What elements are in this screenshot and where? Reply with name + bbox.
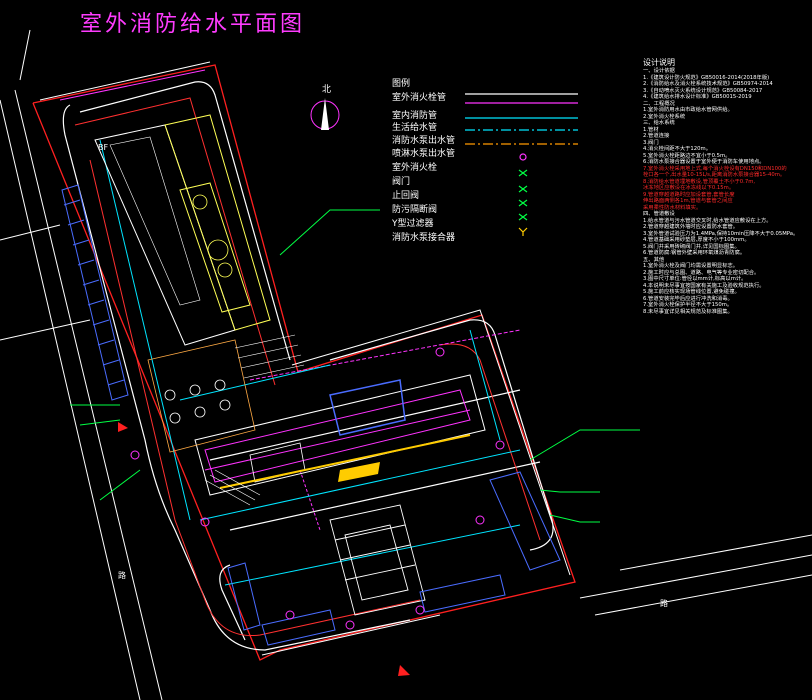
legend-item: 室内消防管 xyxy=(392,110,438,121)
note-line: 8.消防给水管道埋地敷设,管顶覆土不小于0.7m, xyxy=(643,178,756,185)
note-line: 1.室外消火栓及阀门均需设置明显标志。 xyxy=(643,263,739,269)
building-main xyxy=(194,374,486,496)
note-line: 3.《自动喷水灭火系统设计规范》GB50084-2017 xyxy=(643,87,763,94)
drawing-title: 室外消防给水平面图 xyxy=(80,12,306,37)
legend-item: 阀门 xyxy=(392,176,411,187)
fire-hydrants xyxy=(130,347,505,630)
note-line: 2.管道连接 xyxy=(643,133,670,139)
note-line: 6.管道防腐:钢管外壁采用环氧煤沥青防腐。 xyxy=(643,250,746,256)
parking-left xyxy=(61,184,129,401)
legend-item: 生活给水管 xyxy=(392,122,438,133)
north-label: 北 xyxy=(322,85,332,95)
legend-item: 室外消火栓 xyxy=(392,162,438,173)
note-line: 2.施工时应与总图、道路、电气等专业密切配合。 xyxy=(643,269,760,276)
note-line: 5.室外消火栓距路边不宜小于0.5m。 xyxy=(643,152,731,159)
notes-red: 7.室外消火栓采用地上式,每个消火栓设有DN150和DN100的 栓口各一个,出… xyxy=(643,166,808,212)
note-line: 7.室外消火栓保护半径不大于150m。 xyxy=(643,302,733,308)
legend-samples xyxy=(465,93,578,236)
note-line: 5.施工前应核实现场管线位置,避免碰撞。 xyxy=(643,289,740,295)
note-line: 3.阀门 xyxy=(643,139,659,146)
note-line: 栓口各一个,出水量10-15L/s,距离消防水泵接合器15-40m。 xyxy=(643,172,786,178)
parking-bottom xyxy=(227,471,561,646)
note-line: 4.《建筑给水排水设计标准》GB50015-2019 xyxy=(643,94,752,100)
note-line: 8.未尽事宜详见相关规范及标准图集。 xyxy=(643,308,733,315)
note-line: 采用柔性防水材料填实。 xyxy=(643,204,702,211)
bf-label: BF xyxy=(98,143,109,152)
notes-white-top: 一、设计依据 1.《建筑设计防火规范》GB50016-2014(2018年版) … xyxy=(643,68,808,166)
design-notes: 设计说明 一、设计依据 1.《建筑设计防火规范》GB50016-2014(201… xyxy=(643,58,808,315)
road-label-left: 路 xyxy=(118,571,126,580)
internal-road xyxy=(62,81,554,651)
note-line: 冰冻地区应敷设在冰冻线以下0.15m。 xyxy=(643,185,735,191)
road-edges xyxy=(0,29,812,700)
note-line: 4.管道基础采用砂垫层,厚度不小于100mm。 xyxy=(643,237,750,243)
road-label-right: 路 xyxy=(660,599,668,608)
legend-item: 室外消火栓管 xyxy=(392,93,447,103)
legend: 图例 室外消火栓管 室内消防管 生活给水管 消防水泵出水管 喷淋水泵出水管 室外… xyxy=(392,76,592,244)
entrance-plaza xyxy=(329,504,426,616)
note-line: 三、给水系统 xyxy=(643,120,675,126)
entrance-marker-south xyxy=(398,665,410,676)
note-line: 4.本说明未尽事宜按国家有关施工及验收规范执行。 xyxy=(643,282,765,289)
hatch xyxy=(204,334,305,506)
note-line: 9.管道穿越道路时应加设套管,套管长度 xyxy=(643,191,735,198)
note-line: 7.室外消火栓采用地上式,每个消火栓设有DN150和DN100的 xyxy=(643,165,787,172)
note-line: 2.《消防给水及消火栓系统技术规范》GB50974-2014 xyxy=(643,81,773,87)
note-line: 3.室外管道试验压力为1.4MPa,保持10min压降不大于0.05MPa。 xyxy=(643,230,799,237)
note-line: 五、其他 xyxy=(643,256,665,263)
site-boundary xyxy=(32,64,576,661)
note-line: 1.室外消防用水由市政给水管网供给。 xyxy=(643,107,733,113)
note-line: 一、设计依据 xyxy=(643,68,675,74)
entrance-marker-west xyxy=(118,422,128,432)
legend-item: 喷淋水泵出水管 xyxy=(392,148,456,159)
note-line: 1.给水管道与污水管道交叉时,给水管道应敷设在上方。 xyxy=(643,217,772,224)
legend-item: 消防水泵出水管 xyxy=(392,135,456,146)
legend-header: 图例 xyxy=(392,79,411,89)
plaza xyxy=(147,339,256,453)
note-line: 1.《建筑设计防火规范》GB50016-2014(2018年版) xyxy=(643,74,770,81)
building-left xyxy=(94,114,271,346)
notes-white-bottom: 四、管道敷设 1.给水管道与污水管道交叉时,给水管道应敷设在上方。 2.管道穿越… xyxy=(643,211,808,315)
valves-and-leaders xyxy=(70,209,640,523)
note-line: 2.室外消火栓系统 xyxy=(643,113,686,120)
note-line: 5.阀门井采用砖砌阀门井,详见国标图集。 xyxy=(643,243,740,250)
north-arrow xyxy=(310,98,340,130)
note-line: 3.图中尺寸单位:管径以mm计,标高以m计。 xyxy=(643,276,747,282)
note-line: 二、工程概况 xyxy=(643,100,675,107)
note-line: 4.消火栓间距不大于120m。 xyxy=(643,146,711,152)
legend-item: 消防水泵接合器 xyxy=(392,232,456,243)
legend-item: 防污隔断阀 xyxy=(392,204,438,215)
fire-pipe-red xyxy=(74,97,541,637)
note-line: 四、管道敷设 xyxy=(643,211,675,217)
note-line: 6.消防水泵接合器设置于室外便于消防车使用地点。 xyxy=(643,159,765,165)
note-line: 6.管道安装完毕后应进行冲洗和消毒。 xyxy=(643,295,733,302)
water-supply-pipe xyxy=(99,139,521,586)
notes-header: 设计说明 xyxy=(643,58,675,67)
note-line: 2.管道穿越建筑外墙时应设置防水套管。 xyxy=(643,224,739,230)
legend-item: 止回阀 xyxy=(392,190,420,201)
fence xyxy=(39,61,571,656)
legend-item: Y型过滤器 xyxy=(392,218,434,229)
indoor-fire-pipe xyxy=(59,69,521,531)
note-line: 1.管材 xyxy=(643,126,659,133)
note-line: 伸出路面两侧各1m,管道与套管之间应 xyxy=(643,198,733,204)
